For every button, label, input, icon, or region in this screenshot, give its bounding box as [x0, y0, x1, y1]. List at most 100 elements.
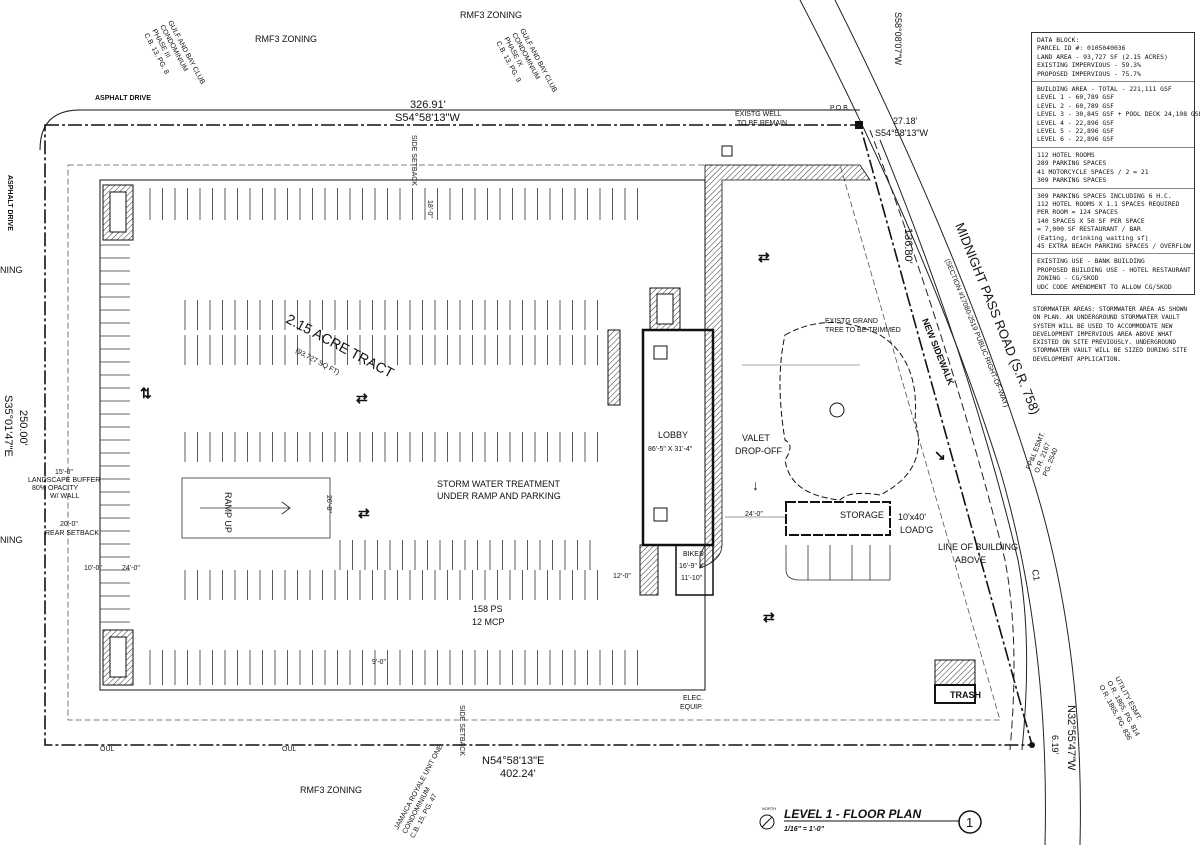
corner-monument	[1029, 742, 1035, 748]
data-block-line: (Eating, drinking waiting sf)	[1037, 233, 1149, 242]
lobby-dimensions: 86'-5" X 31'-4"	[648, 446, 693, 453]
pob-marker	[855, 121, 863, 129]
tree-trunk	[829, 402, 845, 418]
data-block-line: UDC CODE AMENDMENT TO ALLOW CG/SKOD	[1037, 282, 1172, 291]
elevator-icon	[653, 345, 668, 360]
west-distance: 250.00'	[17, 410, 29, 446]
dim-9: 9'-0"	[372, 659, 386, 666]
svg-text:⇄: ⇄	[763, 609, 775, 625]
rear-setback-note: 20'-0"REAR SETBACK	[45, 521, 99, 537]
side-setback-top: SIDE SETBACK	[410, 135, 417, 186]
trash-enclosure	[934, 684, 976, 704]
valet-label: VALET	[742, 433, 770, 443]
asphalt-drive-curb	[39, 109, 860, 151]
svg-text:⇄: ⇄	[358, 505, 370, 521]
elevator-icon	[653, 507, 668, 522]
well-label-2: TO BE REMAIN	[737, 120, 787, 127]
trash-label: TRASH	[950, 690, 981, 700]
pob-label: P.O.B.	[830, 105, 850, 112]
asphalt-drive-label: ASPHALT DRIVE	[95, 95, 151, 102]
drop-off-island	[785, 545, 891, 581]
stair-core-nw	[102, 184, 134, 241]
setback-line	[67, 164, 1001, 721]
ne-bearing: S54°58'13"W	[875, 128, 929, 138]
data-block-line: PARCEL ID #: 0105040036	[1037, 44, 1126, 53]
north-bearing: S54°58'13"W	[395, 112, 460, 124]
data-block-line: 112 HOTEL ROOMS	[1037, 150, 1095, 159]
data-block-line: 140 SPACES X 50 SF PER SPACE	[1037, 216, 1145, 225]
storm-label-1: STORM WATER TREATMENT	[437, 479, 561, 489]
svg-text:16'-9" X: 16'-9" X	[679, 563, 704, 570]
motorcycle-count: 12 MCP	[472, 617, 505, 627]
curve-label: C1	[1030, 569, 1042, 582]
data-block-line: 45 EXTRA BEACH PARKING SPACES / OVERFLOW	[1037, 241, 1191, 250]
bikes-label: BIKES 16'-9" X 11'-10"	[679, 551, 704, 582]
data-block-line: EXISTING IMPERVIOUS - 59.3%	[1037, 61, 1141, 70]
stair-core-sw	[102, 629, 134, 686]
data-block-line: 289 PARKING SPACES	[1037, 159, 1107, 168]
svg-text:20'-0": 20'-0"	[60, 521, 78, 528]
svg-text:BIKES: BIKES	[683, 551, 704, 558]
data-block-line: EXISTING USE - BANK BUILDING	[1037, 257, 1145, 266]
parking-stalls	[100, 188, 638, 685]
east-distance: 6.19'	[1050, 735, 1060, 755]
data-block-line: LEVEL 6 - 22,896 GSF	[1037, 135, 1114, 144]
plan-scale: 1/16" = 1'-0"	[784, 826, 825, 833]
trash-enclosure-hatch	[934, 659, 976, 686]
hatched-wall-lobby	[607, 329, 621, 406]
data-block-line: LAND AREA - 93,727 SF (2.15 ACRES)	[1037, 52, 1168, 61]
data-block-line: PER ROOM = 124 SPACES	[1037, 208, 1118, 217]
west-bearing: S35°01'47"E	[2, 395, 14, 457]
north-arrow-icon: NORTH	[759, 806, 776, 830]
tract-area: (93,727 SQ FT)	[294, 348, 340, 377]
dim-12: 12'-0"	[613, 573, 631, 580]
data-block-line: LEVEL 2 - 60,789 GSF	[1037, 101, 1114, 110]
east-bearing: N32°55'47"W	[1065, 705, 1077, 771]
svg-text:⇄: ⇄	[356, 390, 368, 406]
hatched-wall-east	[699, 164, 871, 569]
tree-canopy	[779, 322, 919, 501]
dim-18: 18'-0"	[426, 200, 433, 218]
stair-core-center	[649, 287, 681, 331]
oul-label-2: OUL	[100, 746, 115, 753]
parking-count: 158 PS	[473, 604, 503, 614]
data-block-line: LEVEL 5 - 22,896 GSF	[1037, 127, 1114, 136]
elec-equip: ELEC.EQUIP.	[680, 695, 703, 711]
road-distance: 136.80'	[902, 228, 914, 264]
data-block-line: LEVEL 3 - 30,845 GSF + POOL DECK 24,108 …	[1037, 110, 1200, 119]
plan-title: LEVEL 1 - FLOOR PLAN	[784, 807, 921, 821]
existing-well	[721, 145, 733, 157]
data-block-line: 112 HOTEL ROOMS X 1.1 SPACES REQUIRED	[1037, 199, 1180, 208]
data-block-line: PROPOSED BUILDING USE - HOTEL RESTAURANT	[1037, 265, 1191, 274]
well-label: EXISTG WELL	[735, 111, 782, 118]
road-bearing: S58°08'07"W	[893, 12, 903, 66]
svg-text:80% OPACITY: 80% OPACITY	[32, 485, 78, 492]
ramp-label: RAMP UP	[223, 492, 233, 533]
data-block-line: PROPOSED IMPERVIOUS - 75.7%	[1037, 69, 1141, 78]
parking-structure	[99, 179, 706, 691]
svg-text:NORTH: NORTH	[762, 806, 776, 811]
bikes-room	[675, 544, 714, 596]
data-block-line: 309 PARKING SPACES	[1037, 176, 1107, 185]
tract-label: 2.15 ACRE TRACT	[284, 311, 397, 381]
storage-label: STORAGE	[840, 510, 884, 520]
data-block-line: = 7,000 SF RESTAURANT / BAR	[1037, 225, 1141, 234]
midnight-pass-road	[799, 0, 1081, 845]
valet-label-2: DROP-OFF	[735, 446, 782, 456]
svg-text:11'-10": 11'-10"	[681, 575, 703, 582]
svg-text:EQUIP.: EQUIP.	[680, 704, 703, 711]
loading-label: 10'x40'	[898, 512, 926, 522]
data-block-line: LEVEL 1 - 60,789 GSF	[1037, 93, 1114, 102]
data-block-section: 309 PARKING SPACES INCLUDING 6 H.C.112 H…	[1032, 189, 1194, 255]
ramp	[181, 477, 331, 539]
svg-text:⇄: ⇄	[758, 249, 770, 265]
